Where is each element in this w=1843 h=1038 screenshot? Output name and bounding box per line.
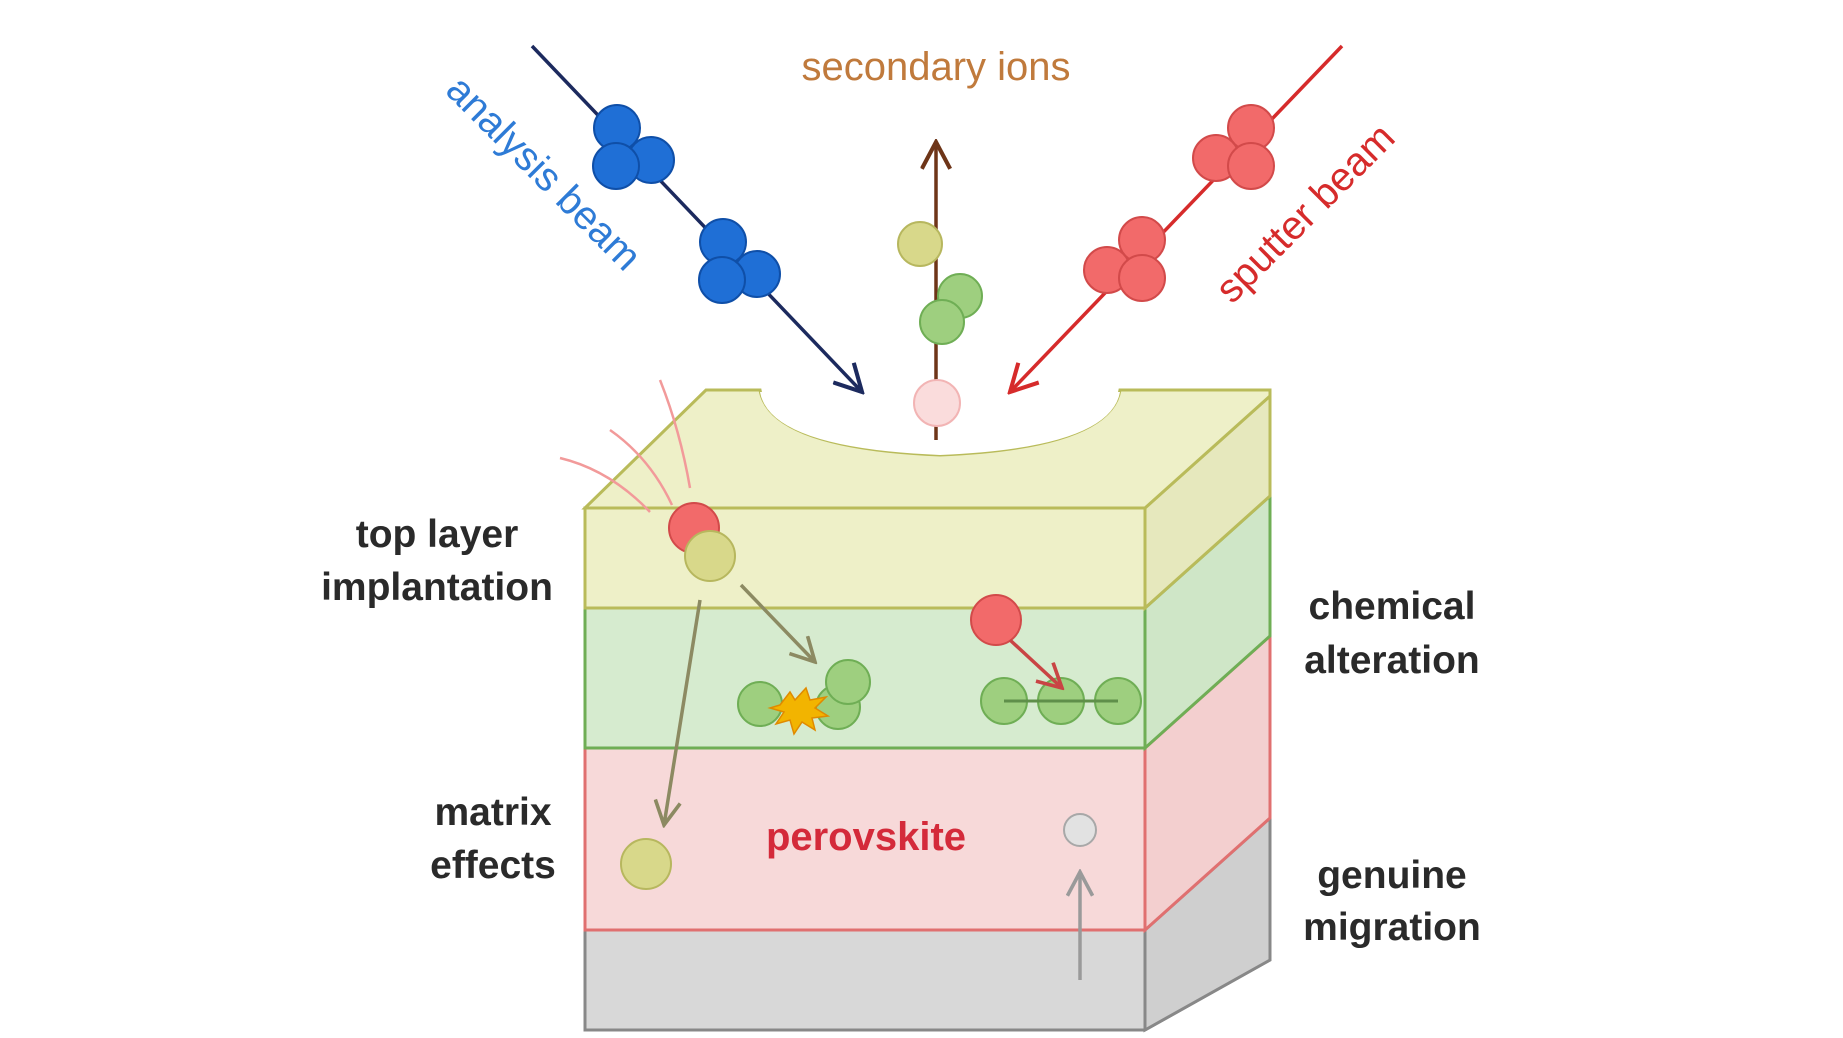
chemical-alteration-left	[737, 659, 871, 736]
perovskite-label: perovskite	[766, 815, 966, 859]
analysis-beam: analysis beam	[438, 44, 862, 392]
migrating-atom	[1063, 813, 1097, 847]
secondary-ion	[919, 299, 965, 345]
top-layer-implantation	[559, 379, 815, 825]
spark-icon	[767, 686, 831, 736]
genuine-migration-label: migration	[1303, 906, 1481, 949]
top-layer-implantation-label: implantation	[321, 566, 553, 609]
secondary-ion	[913, 379, 961, 427]
top-layer-implantation-label: top layer	[356, 513, 519, 556]
matrix-effect-atom	[620, 838, 672, 890]
matrix-effects-label: effects	[430, 844, 556, 887]
secondary-ions: secondary ions	[801, 45, 1071, 440]
layer-stack	[581, 388, 1272, 1033]
matrix-atom	[684, 530, 736, 582]
chemical-alteration-label: chemical	[1309, 585, 1476, 628]
matrix-effects-label: matrix	[434, 791, 551, 834]
perovskite-layer	[583, 632, 1272, 934]
sputter-cluster-icon	[1192, 104, 1275, 190]
sputter-beam: sputter beam	[1010, 44, 1403, 392]
sputter-cluster-icon	[1083, 216, 1166, 302]
reactive-ion	[970, 594, 1022, 646]
analysis-cluster-icon	[698, 218, 781, 304]
secondary-ions-label: secondary ions	[801, 45, 1070, 89]
genuine-migration-label: genuine	[1317, 854, 1467, 897]
secondary-ion	[897, 221, 943, 267]
genuine-migration	[1063, 813, 1097, 980]
chemical-alteration-right	[970, 594, 1142, 725]
chemical-alteration-label: alteration	[1304, 639, 1480, 682]
analysis-cluster-icon	[592, 104, 675, 190]
